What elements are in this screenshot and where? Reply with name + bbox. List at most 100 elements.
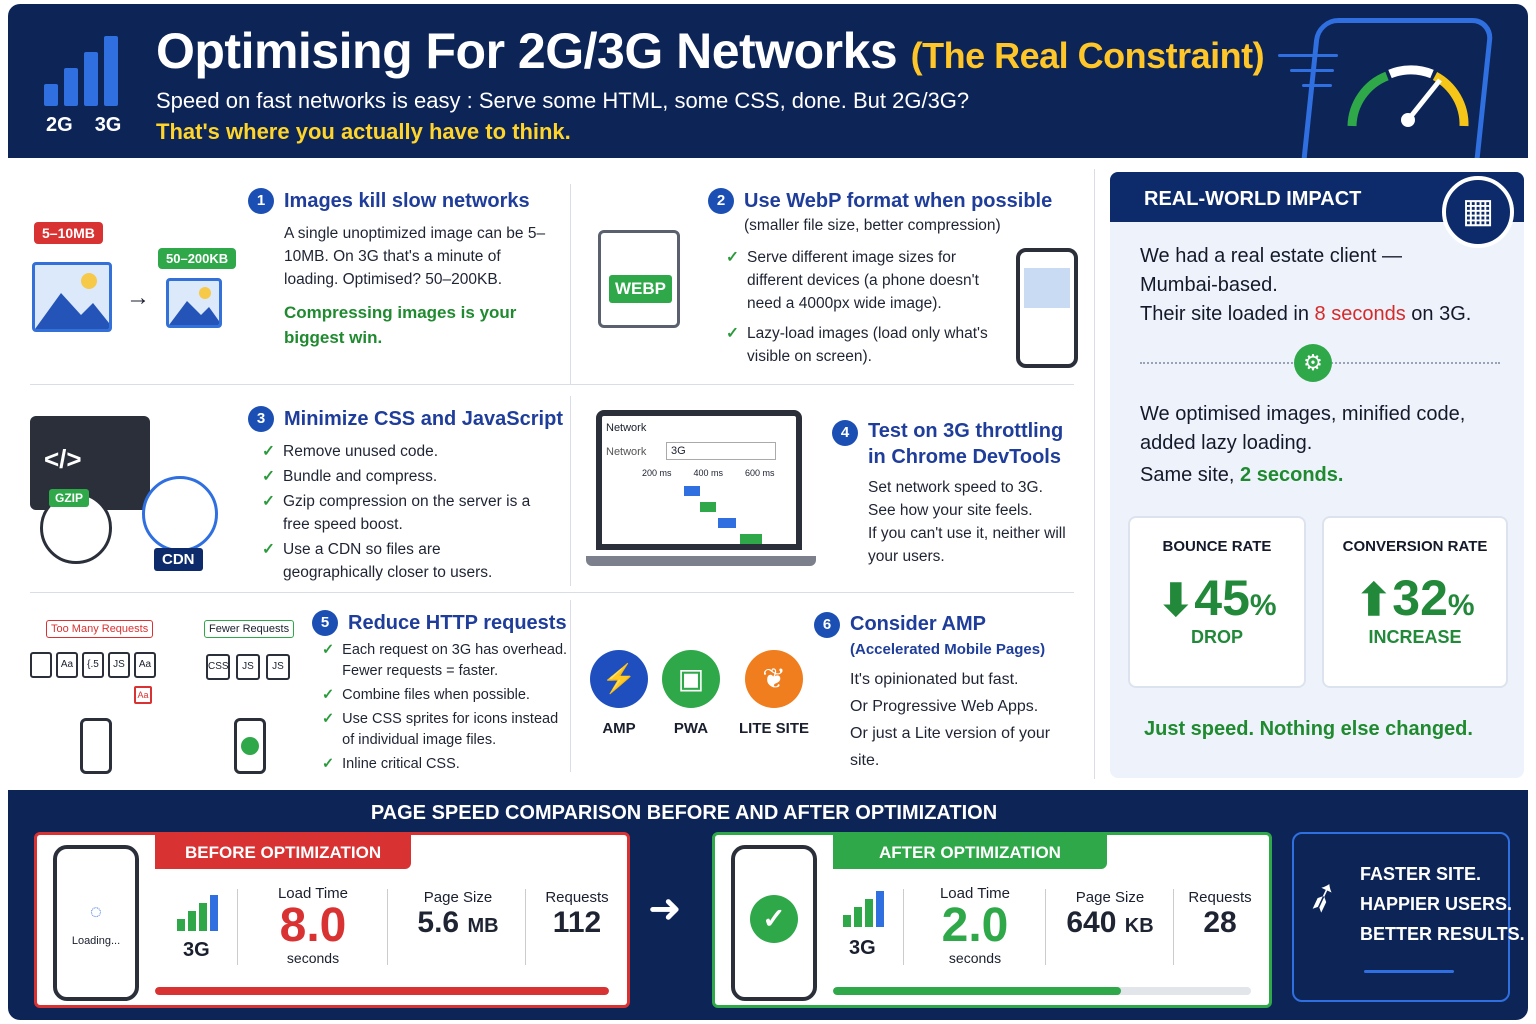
section-title-amp: Consider AMP <box>850 613 986 635</box>
after-progress-bar <box>833 987 1251 995</box>
phone-success-icon: ✓ <box>731 845 817 1001</box>
option-lite-site: ❦ LITE SITE <box>734 650 814 737</box>
page-title: Optimising For 2G/3G Networks (The Real … <box>156 22 1265 80</box>
after-tab: AFTER OPTIMIZATION <box>833 835 1107 869</box>
closing-line-1: FASTER SITE. <box>1360 864 1482 884</box>
label-fewer: Fewer Requests <box>204 620 295 638</box>
section-minify: </> GZIP CDN 3 Minimize CSS and JavaScri… <box>30 396 563 586</box>
before-tab: BEFORE OPTIMIZATION <box>155 835 412 869</box>
amp-options: ⚡ AMP ▣ PWA ❦ LITE SITE <box>590 650 814 737</box>
gear-icon: ⚙ <box>1294 344 1332 382</box>
arrow-icon: → <box>126 284 150 311</box>
few-files-icon: CSS JS JS <box>206 654 290 680</box>
webp-item: ✓Serve different image sizes for differe… <box>726 246 1002 315</box>
section-amp: ⚡ AMP ▣ PWA ❦ LITE SITE 6 Consider AMP (… <box>582 600 1082 780</box>
comparison-band: PAGE SPEED COMPARISON BEFORE AND AFTER O… <box>8 790 1528 1020</box>
minify-item: ✓Gzip compression on the server is a fre… <box>262 493 531 533</box>
http-item: ✓Combine files when possible. <box>322 687 530 703</box>
step-number-4: 4 <box>832 420 858 446</box>
webp-file-icon: WEBP <box>598 230 680 328</box>
after-load-time: Load Time 2.0 seconds <box>939 885 1011 966</box>
http-item: ✓Each request on 3G has overhead. Fewer … <box>322 642 568 679</box>
speed-lines-icon <box>1278 54 1358 114</box>
section-title-minify: Minimize CSS and JavaScript <box>284 407 563 430</box>
devtools-throttle-select: 3G <box>666 442 776 460</box>
story-after: We optimised images, minified code, adde… <box>1140 403 1466 486</box>
bounce-rate-card: BOUNCE RATE ⬇45% DROP <box>1128 516 1306 688</box>
building-icon: ▦ <box>1442 176 1514 248</box>
amp-icon: ⚡ <box>590 650 648 708</box>
minify-item: ✓Remove unused code. <box>262 443 439 460</box>
devtools-network-label: Network <box>606 446 647 458</box>
pwa-icon: ▣ <box>662 650 720 708</box>
after-progress-fill <box>833 987 1122 995</box>
globe-icon <box>142 476 218 552</box>
cdn-label: CDN <box>154 548 203 571</box>
before-network: 3G <box>183 939 210 961</box>
title-main: Optimising For 2G/3G Networks <box>156 23 898 79</box>
option-amp: ⚡ AMP <box>590 650 648 737</box>
before-load-time: Load Time 8.0 seconds <box>277 885 349 966</box>
rocket-icon: ➶ <box>1299 870 1347 924</box>
gzip-gauge-icon: GZIP <box>40 489 112 564</box>
story-before: We had a real estate client — Mumbai-bas… <box>1140 245 1472 325</box>
closing-box: ➶ FASTER SITE. HAPPIER USERS. BETTER RES… <box>1292 832 1525 1002</box>
images-highlight: Compressing images is your biggest win. <box>284 303 517 347</box>
closing-line-2: HAPPIER USERS. <box>1360 894 1513 914</box>
subtitle-highlight: That's where you actually have to think. <box>156 119 571 144</box>
infographic: 2G 3G Optimising For 2G/3G Networks (The… <box>8 4 1528 1020</box>
label-too-many: Too Many Requests <box>46 620 154 638</box>
after-requests: Requests 28 <box>1188 889 1252 939</box>
tag-large-size: 5–10MB <box>34 222 103 244</box>
before-progress-fill <box>155 987 609 995</box>
signal-label-3g: 3G <box>94 114 122 136</box>
images-body: A single unoptimized image can be 5–10MB… <box>284 225 546 288</box>
section-images: 5–10MB → 50–200KB 1 Images kill slow net… <box>30 180 560 380</box>
after-network: 3G <box>849 937 876 959</box>
closing-line-3: BETTER RESULTS. <box>1360 924 1525 944</box>
tag-small-size: 50–200KB <box>158 248 237 269</box>
header: 2G 3G Optimising For 2G/3G Networks (The… <box>8 4 1528 158</box>
webp-item-text: Lazy-load images (load only what's visib… <box>747 325 988 365</box>
section-throttling: Network Network 3G 200 ms 400 ms 600 ms … <box>582 396 1082 586</box>
section-title-webp: Use WebP format when possible <box>744 189 1053 212</box>
real-world-footer: Just speed. Nothing else changed. <box>1144 718 1473 740</box>
phone-loading-icon <box>80 718 112 774</box>
webp-item: ✓Lazy-load images (load only what's visi… <box>726 322 1002 368</box>
after-page-size: Page Size 640 KB <box>1066 889 1154 939</box>
signal-labels: 2G 3G <box>46 114 121 137</box>
large-image-icon <box>32 262 112 332</box>
comparison-title: PAGE SPEED COMPARISON BEFORE AND AFTER O… <box>370 802 998 824</box>
section-http-requests: Too Many Requests Aa {.5 JS Aa Aa Fewer … <box>30 600 570 780</box>
devtools-tab: Network <box>606 422 647 434</box>
subtitle: Speed on fast networks is easy : Serve s… <box>156 88 970 113</box>
arrow-up-icon: ⬆ <box>1355 576 1393 625</box>
arrow-down-icon: ⬇ <box>1157 576 1195 625</box>
throttling-body: Set network speed to 3G. See how your si… <box>868 479 1066 565</box>
before-progress-bar <box>155 987 609 995</box>
conversion-rate-card: CONVERSION RATE ⬆32% INCREASE <box>1322 516 1508 688</box>
real-world-panel: REAL-WORLD IMPACT ▦ We had a real estate… <box>1110 172 1524 778</box>
phone-loading-icon: ◌ Loading... <box>53 845 139 1001</box>
speedometer-icon <box>1347 65 1469 127</box>
option-pwa: ▣ PWA <box>662 650 720 737</box>
step-number-5: 5 <box>312 610 338 636</box>
leaf-icon: ❦ <box>745 650 803 708</box>
http-item: ✓Inline critical CSS. <box>322 756 460 772</box>
before-card: BEFORE OPTIMIZATION ◌ Loading... 3G Load… <box>34 832 630 1008</box>
section-title-amp-small: (Accelerated Mobile Pages) <box>850 641 1046 658</box>
gzip-label: GZIP <box>49 489 90 507</box>
step-number-3: 3 <box>248 406 274 432</box>
small-image-icon <box>166 278 222 328</box>
title-accent: (The Real Constraint) <box>910 35 1265 76</box>
many-files-icon: Aa {.5 JS Aa <box>30 652 156 678</box>
before-requests: Requests 112 <box>545 889 609 939</box>
minify-item: ✓Bundle and compress. <box>262 468 438 485</box>
section-title-http: Reduce HTTP requests <box>348 611 567 634</box>
code-label: </> <box>44 444 82 474</box>
phone-loading-text: Loading... <box>71 935 121 947</box>
signal-bars-icon <box>44 34 134 106</box>
amp-body: It's opinionated but fast. Or Progressiv… <box>850 671 1051 769</box>
section-webp: WEBP 2 Use WebP format when possible (sm… <box>582 180 1082 380</box>
arrow-right-icon: ➜ <box>648 887 682 931</box>
